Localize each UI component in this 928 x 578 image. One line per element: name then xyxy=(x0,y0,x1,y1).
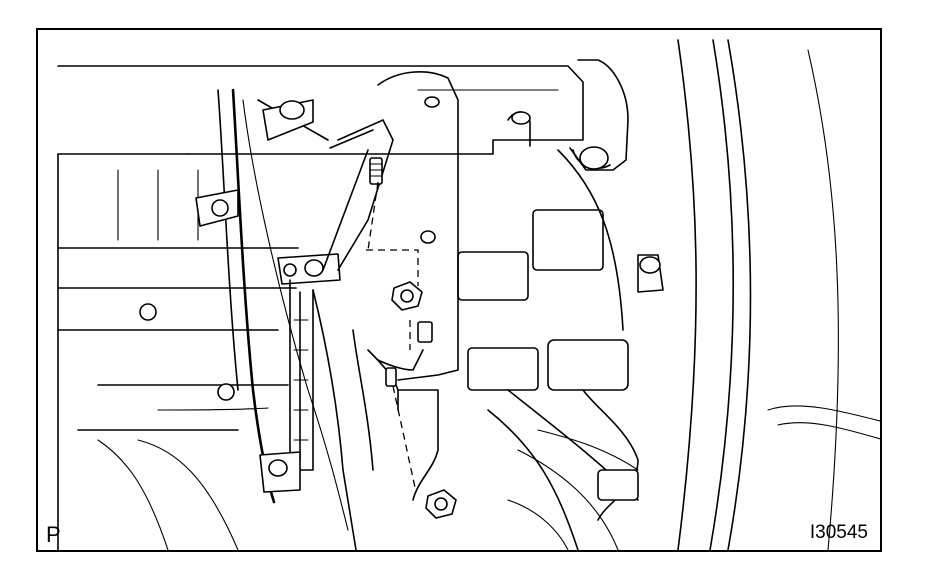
diagram-frame: P I30545 xyxy=(36,28,882,552)
cross-member xyxy=(57,65,584,155)
engine-bay-illustration xyxy=(57,39,880,550)
figure-id: I30545 xyxy=(809,522,868,543)
view-label: P xyxy=(46,522,61,547)
bolt-icon xyxy=(385,367,397,387)
body-panel-right xyxy=(569,39,880,550)
mounting-bracket xyxy=(195,99,357,550)
nut-icon xyxy=(425,489,457,519)
housing-left xyxy=(57,153,299,550)
engine-components xyxy=(457,149,639,550)
alignment-guides xyxy=(366,181,419,493)
bolt-icon xyxy=(369,157,383,185)
support-arm xyxy=(322,71,459,501)
fasteners xyxy=(369,157,457,519)
nut-icon xyxy=(391,281,423,311)
